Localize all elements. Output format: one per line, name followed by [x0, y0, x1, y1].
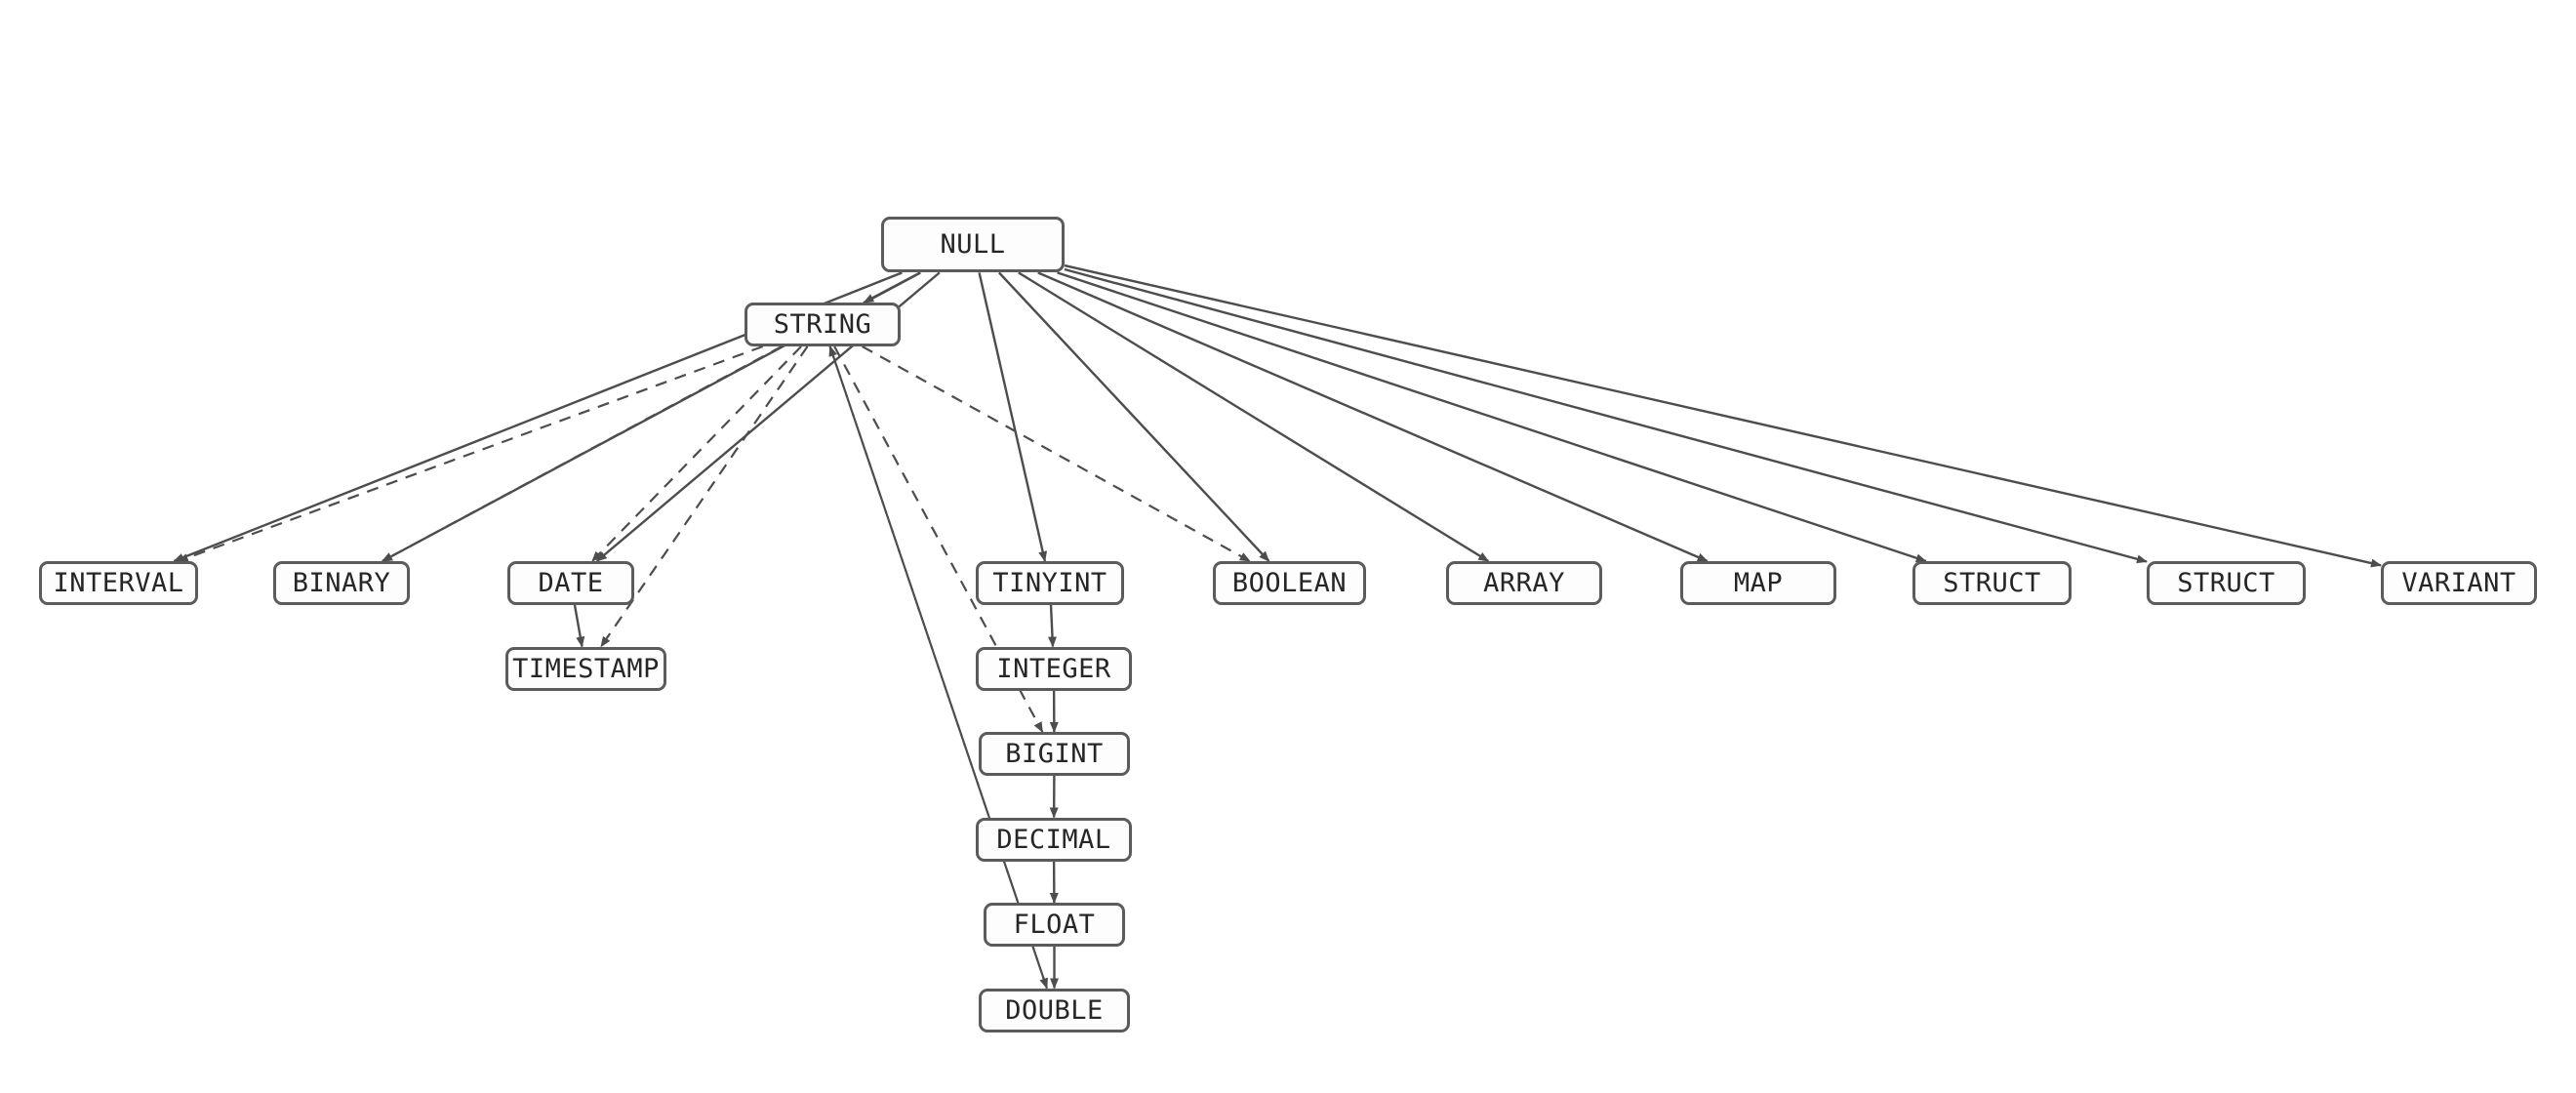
edge-null-to-tinyint: [978, 272, 1048, 562]
edge-string-to-boolean: [862, 345, 1251, 562]
node-variant[interactable]: VARIANT: [2381, 561, 2537, 605]
edge-string-to-binary: [381, 345, 783, 562]
edge-null-to-array: [1018, 271, 1490, 563]
node-struct1[interactable]: STRUCT: [1912, 561, 2072, 605]
node-label: INTERVAL: [53, 568, 184, 598]
node-integer[interactable]: INTEGER: [976, 646, 1132, 691]
node-label: NULL: [940, 229, 1006, 261]
node-bigint[interactable]: BIGINT: [979, 732, 1130, 776]
edge-null-to-boolean: [998, 271, 1270, 562]
node-boolean[interactable]: BOOLEAN: [1213, 561, 1366, 605]
node-tinyint[interactable]: TINYINT: [976, 561, 1124, 605]
node-label: DOUBLE: [1005, 994, 1104, 1026]
node-float[interactable]: FLOAT: [984, 903, 1125, 947]
node-timestamp[interactable]: TIMESTAMP: [505, 646, 666, 691]
edge-null-to-struct2: [1064, 267, 2148, 564]
node-string[interactable]: STRING: [745, 303, 901, 346]
node-decimal[interactable]: DECIMAL: [976, 817, 1132, 862]
node-label: STRUCT: [1943, 568, 2041, 598]
node-null[interactable]: NULL: [881, 216, 1065, 273]
node-label: BINARY: [292, 568, 391, 598]
edge-string-to-bigint: [833, 345, 1044, 733]
node-binary[interactable]: BINARY: [273, 561, 410, 605]
node-label: STRUCT: [2177, 568, 2275, 598]
node-label: BIGINT: [1005, 739, 1104, 769]
edge-string-to-interval: [177, 344, 764, 563]
node-interval[interactable]: INTERVAL: [39, 561, 198, 605]
node-label: DECIMAL: [996, 824, 1111, 855]
node-label: TIMESTAMP: [512, 653, 660, 684]
node-date[interactable]: DATE: [507, 561, 634, 605]
node-label: BOOLEAN: [1231, 568, 1348, 598]
edge-date-to-timestamp: [573, 604, 585, 648]
node-label: FLOAT: [1013, 910, 1096, 940]
node-label: STRING: [773, 309, 872, 340]
edge-null-to-map: [1037, 271, 1709, 563]
node-label: INTEGER: [996, 653, 1111, 684]
edge-double-to-string: [828, 345, 1048, 989]
edge-null-to-struct1: [1057, 271, 1927, 563]
edge-tinyint-to-integer: [1048, 604, 1058, 648]
node-label: ARRAY: [1483, 568, 1565, 598]
edge-string-to-date: [591, 345, 802, 562]
node-array[interactable]: ARRAY: [1446, 561, 1602, 605]
edge-null-to-variant: [1064, 263, 2382, 568]
node-struct2[interactable]: STRUCT: [2147, 561, 2306, 605]
node-label: TINYINT: [992, 568, 1107, 598]
node-label: DATE: [538, 568, 604, 598]
node-double[interactable]: DOUBLE: [979, 988, 1130, 1032]
node-label: VARIANT: [2401, 568, 2516, 598]
node-map[interactable]: MAP: [1680, 561, 1836, 605]
node-label: MAP: [1733, 568, 1784, 598]
